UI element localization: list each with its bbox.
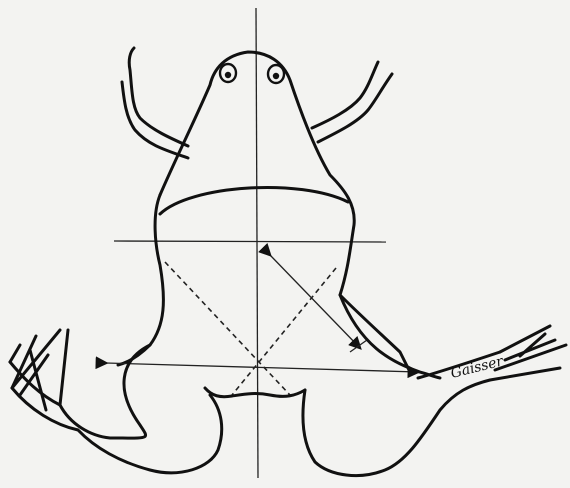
frog-body-left-side	[118, 195, 163, 365]
right-hind-leg	[303, 295, 500, 476]
horizontal-arrow	[106, 363, 418, 372]
vertical-axis-line	[256, 8, 258, 478]
arrow-tick	[350, 340, 367, 352]
left-front-leg	[122, 48, 188, 158]
dashed-line-left	[165, 262, 290, 395]
cloaca-edge	[205, 388, 305, 397]
dashed-line-right	[232, 268, 336, 395]
right-foot-toes	[490, 326, 566, 380]
right-eye-icon	[268, 65, 284, 83]
frog-body-outline	[160, 52, 409, 370]
left-foot-toes	[10, 330, 68, 410]
left-eye-icon	[220, 64, 236, 82]
belly-line	[160, 187, 348, 214]
right-front-leg	[312, 62, 392, 142]
